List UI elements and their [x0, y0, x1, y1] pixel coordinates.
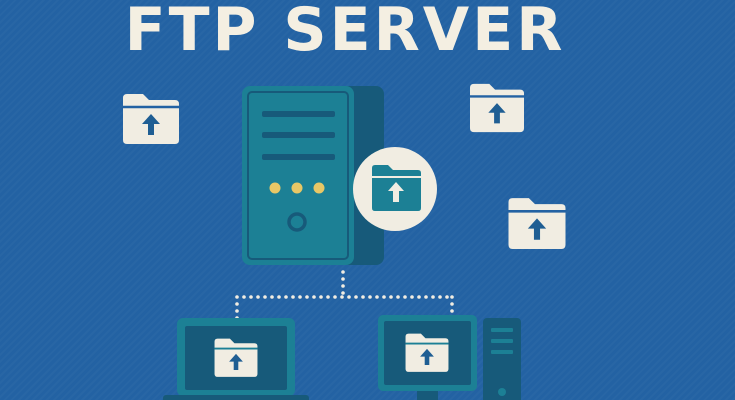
desktop-monitor-icon	[378, 315, 477, 400]
network-lines	[235, 270, 454, 320]
folder-upload-icon	[372, 165, 421, 211]
folder-upload-icon	[468, 82, 526, 134]
laptop-icon	[163, 318, 309, 400]
upload-badge	[353, 147, 437, 231]
folder-upload-icon	[507, 196, 567, 251]
page-title: FTP SERVER	[124, 0, 566, 65]
server-tower-icon	[242, 86, 384, 265]
folder-upload-icon	[213, 337, 259, 378]
pc-tower-icon	[483, 318, 521, 400]
folder-upload-icon	[404, 332, 450, 373]
folder-upload-icon	[121, 92, 181, 146]
